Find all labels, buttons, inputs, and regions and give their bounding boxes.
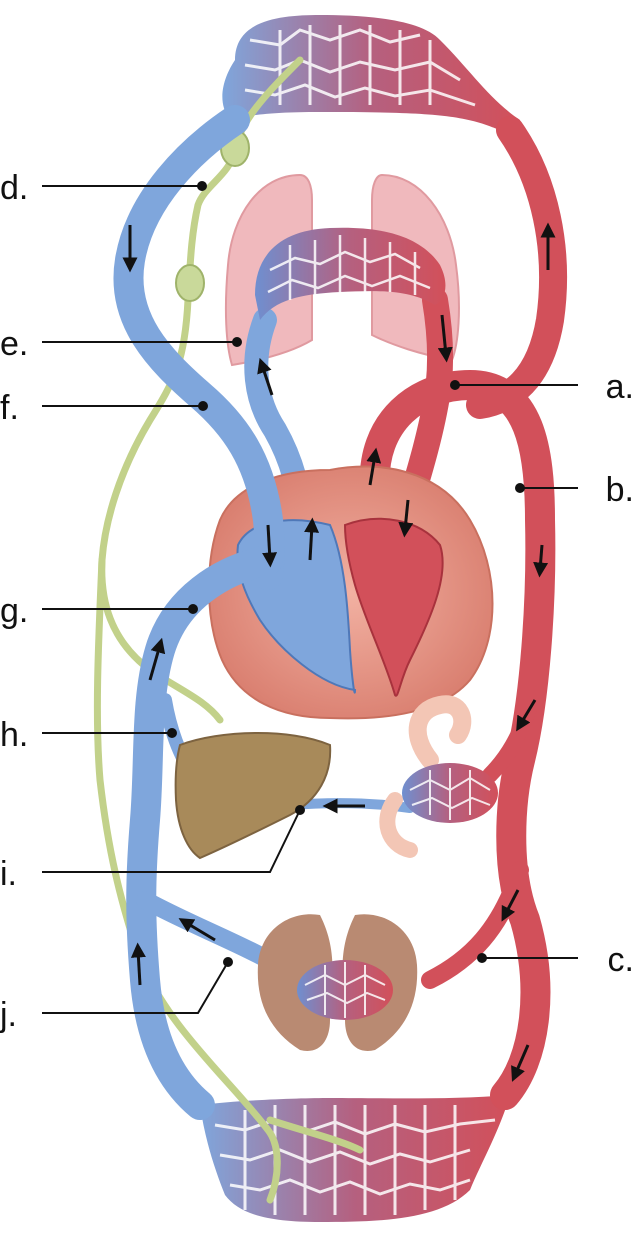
arrow-up-icon: [130, 942, 146, 986]
arrow-down-icon: [516, 699, 537, 732]
kidneys: [257, 914, 418, 1051]
upper-body-capillary-bed: [222, 15, 520, 135]
arrow-down-icon: [262, 524, 278, 568]
arrow-up-icon: [148, 637, 166, 681]
arrow-down-icon: [511, 1044, 530, 1082]
flow-arrows: [122, 222, 556, 1082]
label-e: e.: [0, 325, 29, 363]
label-a: a.: [605, 368, 634, 406]
label-d: d.: [0, 169, 29, 207]
lung-capillary-bed: [255, 227, 446, 320]
arrow-up-icon: [366, 447, 382, 486]
label-g: g.: [0, 592, 29, 630]
arrow-down-icon: [533, 544, 549, 578]
left-ventricle: [343, 517, 444, 697]
leader-j: [42, 961, 229, 1014]
arrow-left-icon: [178, 918, 216, 942]
arrow-up-icon: [304, 517, 320, 561]
label-j: j.: [0, 996, 17, 1034]
arrow-down-icon: [501, 889, 520, 922]
leader-lines: [42, 181, 578, 1014]
arrow-up-icon: [257, 357, 274, 396]
arrow-down-icon: [437, 314, 453, 363]
intestinal-capillary-bed: [402, 763, 498, 823]
label-b: b.: [605, 471, 634, 509]
label-i: i.: [0, 855, 17, 893]
label-h: h.: [0, 716, 29, 754]
arrow-down-icon: [398, 499, 414, 538]
label-f: f.: [0, 389, 19, 427]
label-c: c.: [607, 941, 634, 979]
lower-body-capillary-bed: [200, 1095, 510, 1222]
intestine: [379, 695, 472, 858]
leader-i: [42, 809, 301, 873]
liver: [174, 732, 332, 860]
